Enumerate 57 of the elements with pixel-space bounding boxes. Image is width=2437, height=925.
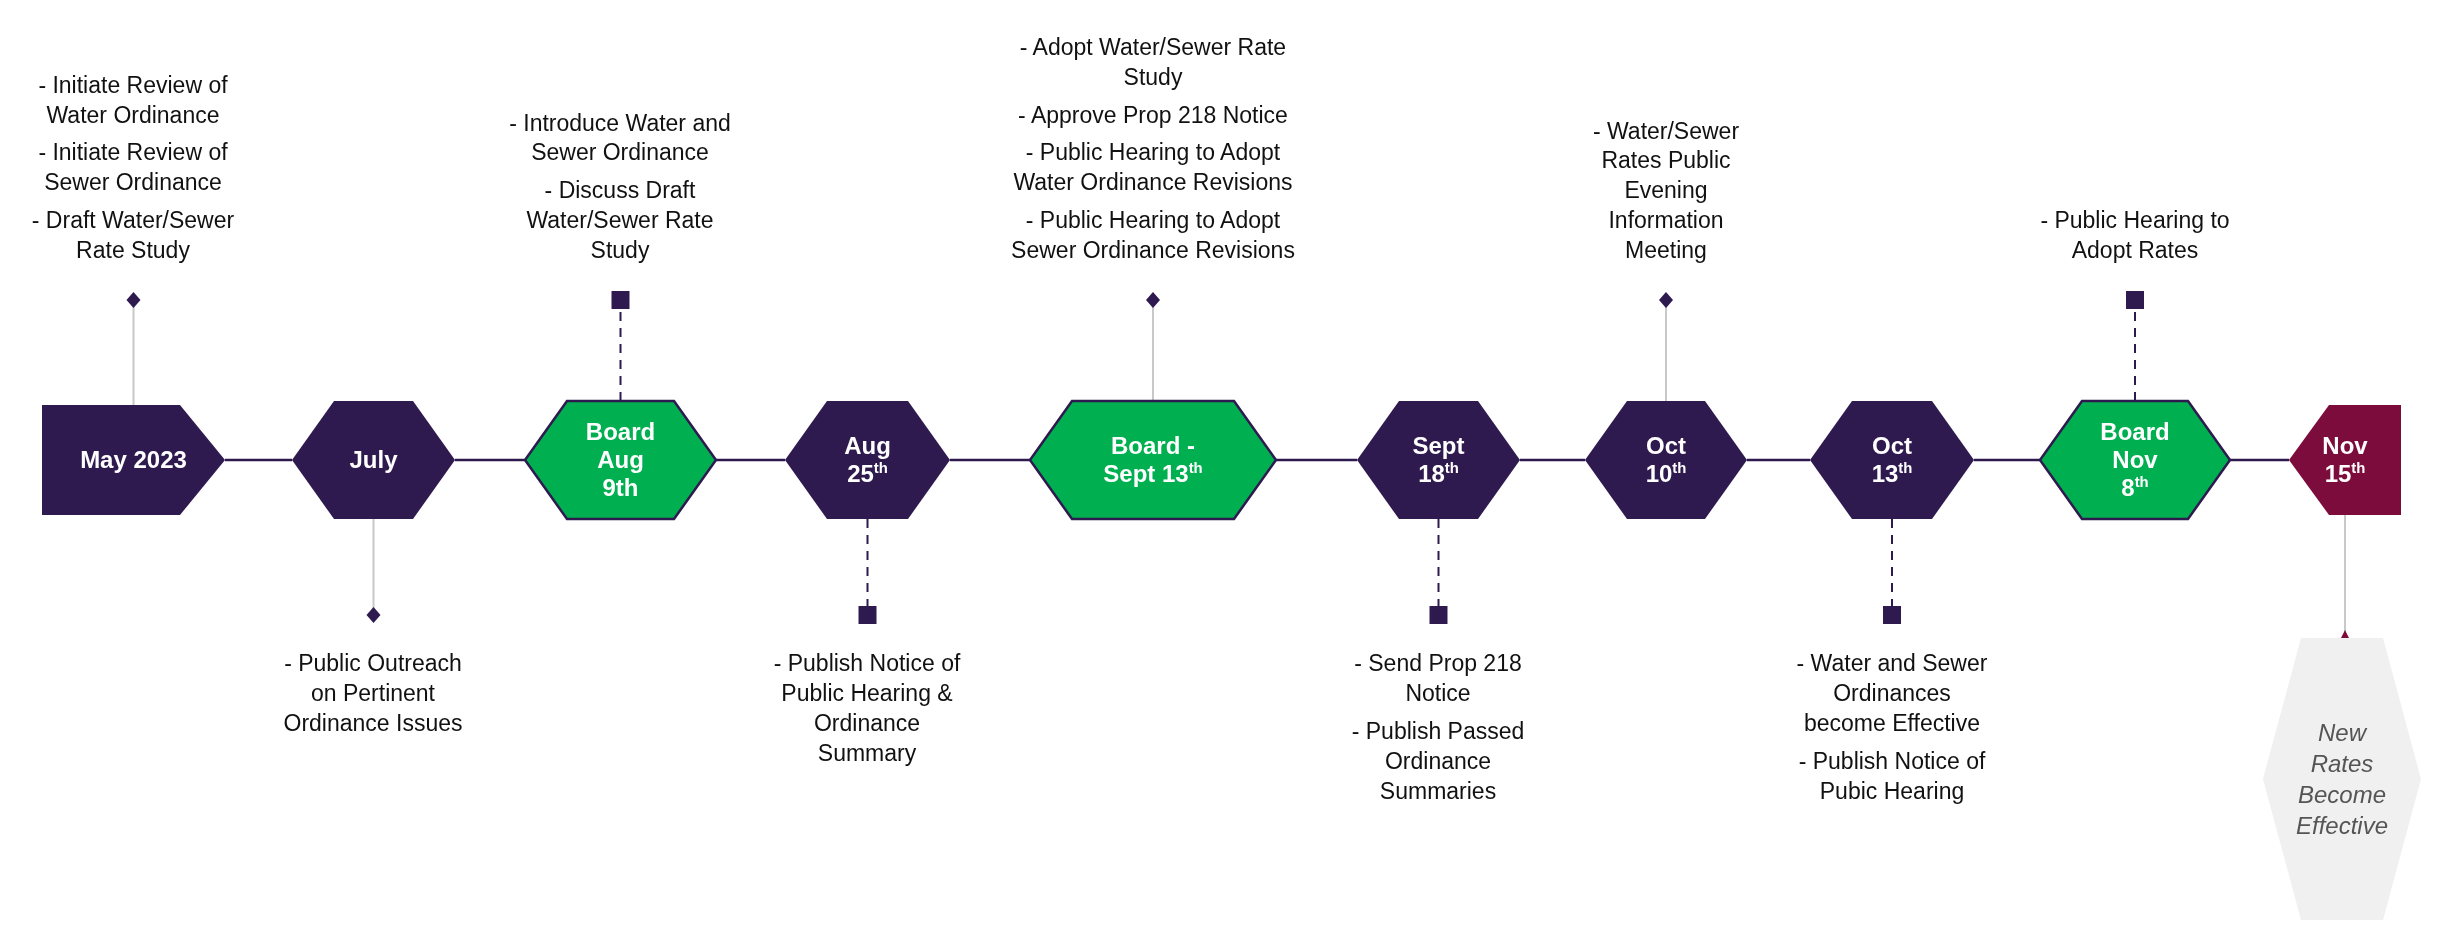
leader-line: [366, 518, 381, 623]
date-label: Board - Sept 13$^{th}$: [1102, 431, 1204, 489]
callout-text: - Approve Prop 218 Notice: [1018, 100, 1288, 130]
date-hexagon: [1810, 401, 1974, 519]
leader-line: [1659, 292, 1673, 402]
leader-line: [2126, 291, 2144, 402]
callout-text: - Public Hearing to Adopt Sewer Ordinance Revisions: [1010, 206, 1296, 266]
callout-text: - Introduce Water and Sewer Ordinance: [508, 108, 732, 168]
callout-text: - Adopt Water/Sewer Rate Study: [1018, 32, 1288, 92]
callout-text: - Draft Water/Sewer Rate Study: [30, 206, 236, 266]
timeline-line: [1276, 458, 1357, 462]
leader-line: [1429, 518, 1448, 624]
callout-text: - Public Hearing to Adopt Rates: [2039, 206, 2231, 266]
leader-line: [1883, 518, 1901, 624]
date-label: May 2023: [79, 445, 188, 475]
callout-text: - Publish Passed Ordinance Summaries: [1350, 716, 1526, 806]
date-label: Sept 18$^{th}$: [1411, 431, 1466, 489]
timeline-line: [455, 458, 525, 462]
date-pentagon: [42, 405, 225, 515]
date-label: Oct 13$^{th}$: [1870, 431, 1914, 489]
date-label: Oct 10$^{th}$: [1644, 431, 1688, 489]
result-hexagon: [2263, 638, 2421, 920]
callout-text: - Public Hearing to Adopt Water Ordinance Revisions: [1012, 138, 1294, 198]
board-date-hexagon: [1030, 401, 1276, 519]
leader-line: [1146, 292, 1160, 402]
callout-text: - Publish Notice of Public Hearing & Ordinance Summary: [772, 649, 962, 768]
callout-text: - Publish Notice of Pubic Hearing: [1797, 746, 1987, 806]
leader-line: [611, 291, 630, 402]
callout-text: - Discuss Draft Water/Sewer Rate Study: [525, 176, 715, 266]
callout-text: - Water/Sewer Rates Public Evening Information Meeting: [1591, 116, 1741, 266]
date-label: Board Nov 8$^{th}$: [2099, 417, 2171, 503]
date-label: July: [348, 445, 399, 475]
date-hexagon: [1357, 401, 1520, 519]
timeline-line: [716, 458, 785, 462]
date-label: Board Aug 9th: [584, 417, 657, 503]
timeline-line: [950, 458, 1030, 462]
date-label: Nov 15$^{th}$: [2321, 431, 2369, 489]
date-hexagon: [785, 401, 950, 519]
result-label: New Rates Become Effective: [2294, 717, 2389, 842]
callout-text: - Initiate Review of Water Ordinance: [37, 70, 229, 130]
date-label: Aug 25$^{th}$: [843, 431, 892, 489]
leader-line: [126, 292, 141, 406]
callout-text: - Initiate Review of Sewer Ordinance: [37, 138, 229, 198]
board-date-hexagon: [2040, 401, 2230, 519]
timeline-line: [1520, 458, 1585, 462]
date-hexagon: [1585, 401, 1747, 519]
callout-text: - Public Outreach on Pertinent Ordinance Issues: [282, 649, 464, 738]
leader-line: [858, 518, 877, 624]
timeline-line: [225, 458, 292, 462]
date-pentagon: [2289, 405, 2401, 515]
callout-text: - Send Prop 218 Notice: [1353, 649, 1523, 708]
board-date-hexagon: [525, 401, 716, 519]
timeline-line: [1747, 458, 1810, 462]
timeline-line: [2230, 458, 2289, 462]
callout-text: - Water and Sewer Ordinances become Effective: [1795, 649, 1989, 738]
date-hexagon: [292, 401, 455, 519]
timeline-line: [1974, 458, 2040, 462]
